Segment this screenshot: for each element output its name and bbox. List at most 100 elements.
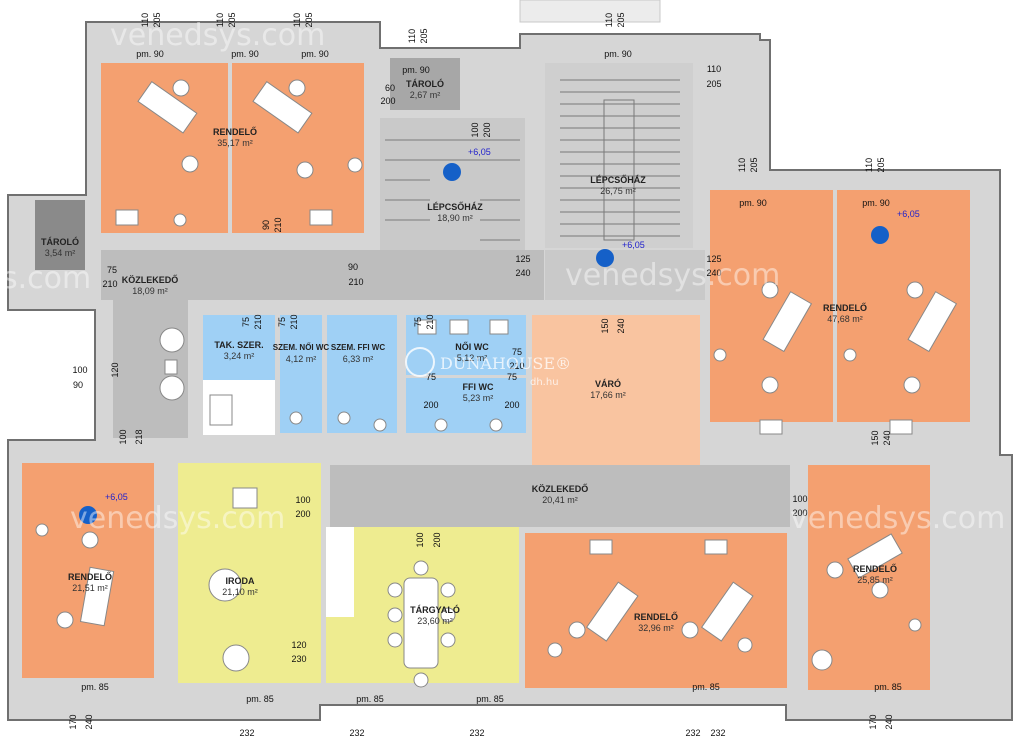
watermark: venedsys.com: [70, 501, 285, 536]
dimension-label: 205: [419, 28, 429, 43]
dimension-label: 75: [107, 265, 117, 275]
room-area: 4,12 m²: [286, 354, 317, 364]
dimension-label: 90: [261, 220, 271, 230]
dimension-label: 200: [432, 532, 442, 547]
dimension-label: 205: [616, 12, 626, 27]
dimension-label: 232: [239, 728, 254, 738]
dimension-label: 210: [348, 277, 363, 287]
dimension-label: 210: [289, 314, 299, 329]
room-name: RENDELŐ: [68, 571, 112, 582]
room-name: IRODA: [226, 576, 256, 586]
dimension-label: 218: [134, 429, 144, 444]
dimension-label: 232: [349, 728, 364, 738]
room-area: 2,67 m²: [410, 90, 441, 100]
dimension-label: 100: [470, 122, 480, 137]
watermark: s.com: [2, 261, 91, 296]
dimension-label: 205: [304, 12, 314, 27]
dimension-label: 75: [426, 372, 436, 382]
room-varo: [532, 315, 700, 465]
dimension-label: 75: [507, 372, 517, 382]
room-area: 5,23 m²: [463, 393, 494, 403]
dimension-label: 100: [415, 532, 425, 547]
watermark: venedsys.com: [790, 501, 1005, 536]
level-texts: +6,05 +6,05 +6,05 +6,05: [105, 147, 920, 502]
room-name: VÁRÓ: [595, 378, 621, 389]
dimension-label: 200: [423, 400, 438, 410]
furniture: [35, 79, 958, 688]
room-tarolo-top: [390, 58, 460, 110]
room-name: LÉPCSŐHÁZ: [590, 174, 646, 185]
dimension-label: 100: [72, 365, 87, 375]
room-name: TÁROLÓ: [406, 78, 444, 89]
dimension-label: 125: [515, 254, 530, 264]
dimension-label: 200: [792, 508, 807, 518]
house-logo-icon: [405, 347, 435, 377]
room-area: 18,09 m²: [132, 286, 168, 296]
parapet-label: pm. 85: [692, 682, 720, 692]
room-szem-noi: [280, 315, 322, 433]
dimension-label: 210: [253, 314, 263, 329]
parapet-label: pm. 90: [301, 49, 329, 59]
parapet-label: pm. 85: [246, 694, 274, 704]
room-rendelo-nw: [101, 63, 364, 233]
dimension-label: 100: [295, 495, 310, 505]
dimension-label: 110: [604, 13, 614, 27]
watermark: venedsys.com: [110, 18, 325, 53]
parapet-label: pm. 90: [604, 49, 632, 59]
level-text: +6,05: [622, 240, 645, 250]
dimension-label: 75: [512, 347, 522, 357]
dimension-label: 240: [884, 714, 894, 729]
room-kozlekedo-2: [330, 465, 790, 527]
dimension-label: 120: [110, 362, 120, 377]
level-text: +6,05: [897, 209, 920, 219]
room-name: SZEM. FFI WC: [331, 343, 385, 352]
level-text: +6,05: [105, 492, 128, 502]
dimension-label: 240: [882, 430, 892, 445]
dimension-label: 125: [706, 254, 721, 264]
room-area: 20,41 m²: [542, 495, 578, 505]
dimension-label: 210: [425, 314, 435, 329]
dimension-label: 110: [707, 64, 721, 74]
room-labels: RENDELŐ 35,17 m² TÁROLÓ 2,67 m² LÉPCSŐHÁ…: [41, 78, 897, 633]
room-name: LÉPCSŐHÁZ: [427, 201, 483, 212]
level-marker-icon: [596, 249, 614, 267]
agency-logo: DUNAHOUSE® dh.hu: [405, 347, 571, 388]
room-name: NŐI WC: [455, 341, 489, 352]
dimension-label: 110: [864, 158, 874, 172]
parapet-label: pm. 85: [874, 682, 902, 692]
parapet-label: pm. 90: [739, 198, 767, 208]
room-area: 32,96 m²: [638, 623, 674, 633]
dimension-label: 110: [140, 13, 150, 27]
room-area: 6,33 m²: [343, 354, 374, 364]
parapet-label: pm. 85: [356, 694, 384, 704]
room-tak-szer: [203, 315, 275, 380]
room-name: TÁRGYALÓ: [410, 604, 460, 615]
dimension-labels: 110 205 110 205 110 205 110 205 110 205 …: [68, 12, 894, 738]
dimension-label: 75: [413, 317, 423, 327]
parapet-label: pm. 85: [476, 694, 504, 704]
room-szem-ffi: [327, 315, 397, 433]
dimension-label: 110: [737, 158, 747, 172]
level-text: +6,05: [468, 147, 491, 157]
room-area: 23,60 m²: [417, 616, 453, 626]
room-area: 17,66 m²: [590, 390, 626, 400]
room-name: KÖZLEKEDŐ: [122, 274, 179, 285]
dimension-label: 100: [792, 494, 807, 504]
room-name: RENDELŐ: [213, 126, 257, 137]
level-markers: [79, 163, 889, 524]
dimension-label: 210: [273, 217, 283, 232]
dimension-label: 200: [295, 509, 310, 519]
room-area: 25,85 m²: [857, 575, 893, 585]
dimension-label: 200: [482, 122, 492, 137]
room-area: 35,17 m²: [217, 138, 253, 148]
room-area: 21,51 m²: [72, 583, 108, 593]
dimension-label: 205: [876, 157, 886, 172]
dimension-label: 210: [509, 361, 524, 371]
dimension-label: 110: [215, 13, 225, 27]
dimension-label: 205: [227, 12, 237, 27]
room-area: 3,24 m²: [224, 351, 255, 361]
parapet-label: pm. 90: [402, 65, 430, 75]
dimension-label: 240: [616, 318, 626, 333]
room-area: 18,90 m²: [437, 213, 473, 223]
